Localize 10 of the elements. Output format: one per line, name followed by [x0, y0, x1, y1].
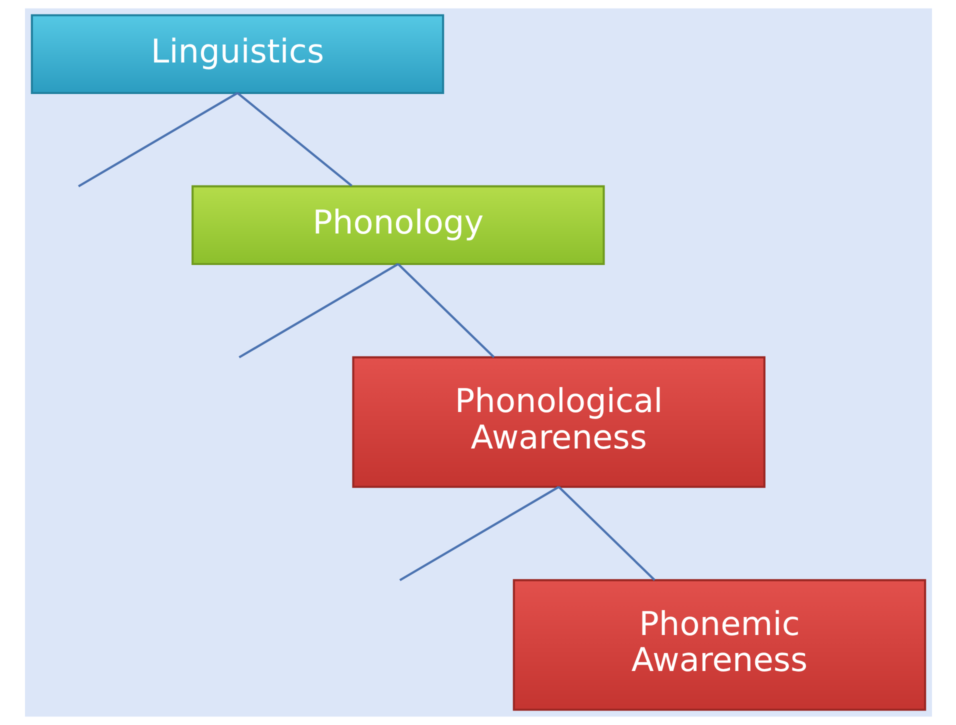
connector: [238, 263, 398, 358]
connector: [398, 486, 559, 582]
node-box: Linguistics: [30, 14, 444, 94]
node-box: Phonemic Awareness: [512, 579, 926, 711]
node-box: Phonological Awareness: [352, 356, 765, 488]
connector: [236, 92, 352, 187]
connector: [77, 92, 238, 188]
connector: [558, 486, 655, 581]
node-box: Phonology: [191, 185, 604, 266]
connector: [396, 263, 494, 358]
